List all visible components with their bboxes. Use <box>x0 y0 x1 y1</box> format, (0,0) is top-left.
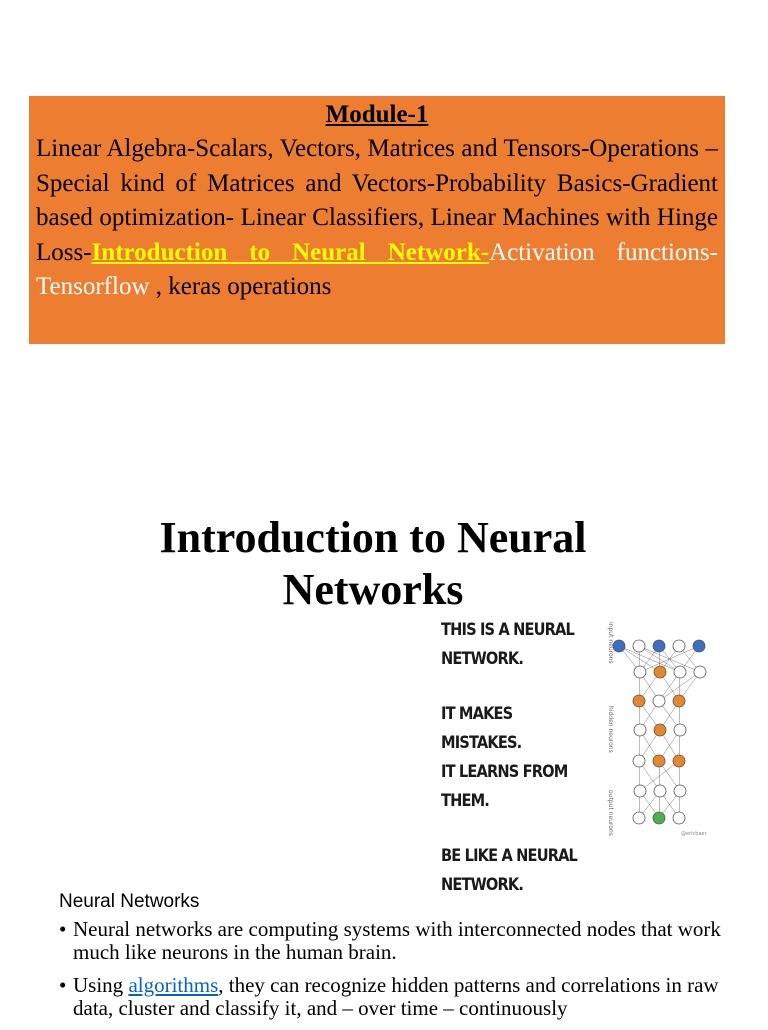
network-connections <box>618 645 701 819</box>
label-output-neurons: output neurons <box>607 790 614 836</box>
meme-line4: IT LEARNS FROM THEM. <box>441 762 568 811</box>
network-neurons <box>612 639 707 825</box>
neural-network-meme: THIS IS A NEURAL NETWORK. IT MAKES MISTA… <box>437 608 715 895</box>
intro-title: Introduction to Neural Networks <box>0 512 746 616</box>
intro-title-line2: Networks <box>282 565 464 614</box>
module-text-3: , keras operations <box>149 273 332 300</box>
network-diagram-icon <box>612 639 707 825</box>
module-highlight: Introduction to Neural Network- <box>91 238 490 266</box>
list-item: • Using algorithms, they can recognize h… <box>59 974 739 1020</box>
bullet-text-2-pre: Using <box>73 973 129 997</box>
meme-line3: IT MAKES MISTAKES. <box>441 704 522 753</box>
meme-line6: NETWORK. <box>441 875 524 895</box>
section-heading: Neural Networks <box>59 891 200 912</box>
bullet-list: • Neural networks are computing systems … <box>59 918 739 1020</box>
bullet-text-1: Neural networks are computing systems wi… <box>73 917 721 964</box>
module-description: Linear Algebra-Scalars, Vectors, Matrice… <box>36 132 718 305</box>
module-box: Module-1 Linear Algebra-Scalars, Vectors… <box>29 96 725 344</box>
algorithms-link[interactable]: algorithms <box>128 973 219 997</box>
meme-line2: NETWORK. <box>441 649 524 669</box>
meme-line1: THIS IS A NEURAL <box>441 620 575 640</box>
module-text-2: Activation functions- <box>489 238 718 266</box>
neural-networks-section: Neural Networks • Neural networks are co… <box>59 890 739 1030</box>
bullet-icon: • <box>59 917 67 941</box>
label-input-neurons: input neurons <box>607 622 614 664</box>
meme-credit: @ericbaer <box>681 831 707 837</box>
label-hidden-neurons: hidden neurons <box>607 706 614 753</box>
bullet-text-2-post: , they can recognize hidden patterns and… <box>73 973 719 1020</box>
module-tensorflow: Tensorflow <box>36 273 150 300</box>
list-item: • Neural networks are computing systems … <box>59 918 739 964</box>
module-title: Module-1 <box>325 101 429 128</box>
bullet-icon: • <box>59 973 67 997</box>
intro-title-line1: Introduction to Neural <box>159 513 587 562</box>
meme-line5: BE LIKE A NEURAL <box>441 846 578 866</box>
module-text-1: Linear Algebra-Scalars, Vectors, Matrice… <box>36 135 718 266</box>
meme-text: THIS IS A NEURAL NETWORK. IT MAKES MISTA… <box>441 616 585 900</box>
